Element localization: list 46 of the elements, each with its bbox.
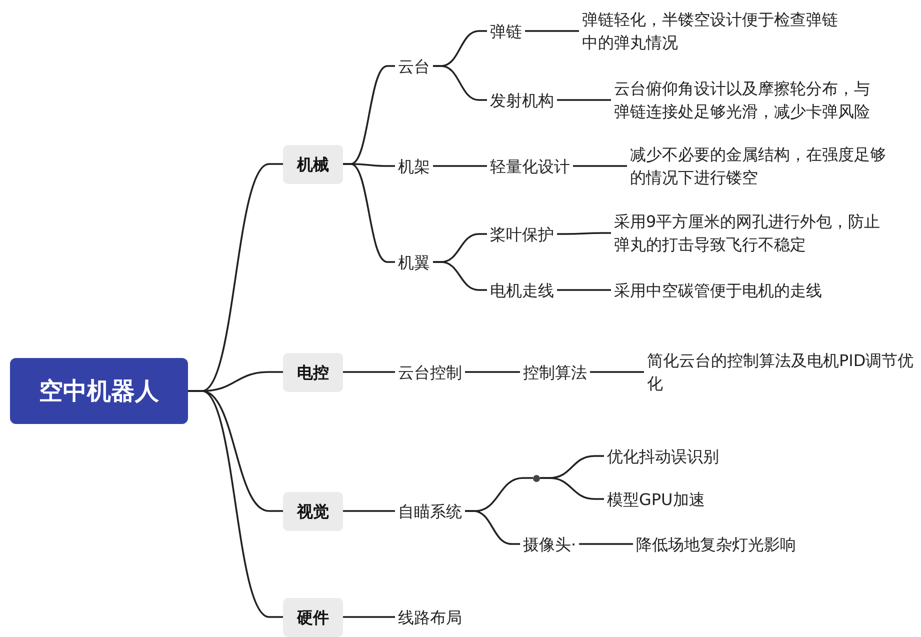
topic-box: 电控 (283, 352, 343, 392)
topic-text: 采用9平方厘米的网孔进行外包，防止弹丸的打击导致飞行不稳定 (611, 210, 891, 256)
connector-line (465, 371, 520, 373)
connector-line (557, 289, 611, 291)
connector-line (525, 30, 579, 32)
topic-text: 线路布局 (395, 606, 465, 628)
topic-text: 控制算法 (520, 360, 590, 384)
topic-text: 云台 (395, 54, 433, 78)
topic-text: 减少不必要的金属结构，在强度足够的情况下进行镂空 (627, 143, 897, 189)
topic-text: 云台俯仰角设计以及摩擦轮分布，与弹链连接处足够光滑，减少卡弹风险 (611, 77, 879, 123)
topic-text: 优化抖动误识别 (604, 444, 722, 468)
connector-line (573, 165, 627, 167)
connector-line (343, 616, 395, 618)
topic-text: 摄像头· (520, 532, 580, 556)
connector-line (433, 165, 487, 167)
topic-text: 机架 (395, 154, 433, 178)
root-topic-box: 空中机器人 (10, 358, 188, 424)
topic-text: 降低场地复杂灯光影响 (633, 532, 799, 556)
topic-text: 自瞄系统 (395, 500, 465, 522)
connector-line (188, 390, 283, 618)
topic-text: 发射机构 (487, 88, 557, 112)
topic-text: 云台控制 (395, 360, 465, 384)
connector-line (343, 163, 395, 263)
topic-text: 模型GPU加速 (604, 488, 708, 510)
topic-box: 机械 (283, 144, 343, 184)
topic-text: 电机走线 (487, 278, 557, 302)
connector-line (590, 371, 644, 373)
topic-text: 弹链轻化，半镂空设计便于检查弹链中的弹丸情况 (579, 8, 851, 54)
connector-line (557, 99, 611, 101)
topic-box: 视觉 (283, 492, 343, 530)
topic-text: 弹链 (487, 20, 525, 42)
topic-text: 采用中空碳管便于电机的走线 (611, 278, 825, 302)
topic-text: 桨叶保护 (487, 222, 557, 246)
connector-line (343, 510, 395, 512)
connector-line (465, 510, 520, 545)
junction-dot (533, 474, 540, 482)
topic-text: 轻量化设计 (487, 154, 573, 178)
connector-line (557, 232, 611, 235)
topic-box: 硬件 (283, 598, 343, 636)
topic-text: 机翼 (395, 250, 433, 274)
connector-line (579, 543, 633, 545)
connector-line (343, 371, 395, 373)
connector-line (433, 261, 487, 291)
connector-line (433, 65, 487, 101)
topic-text: 简化云台的控制算法及电机PID调节优化 (644, 349, 920, 395)
connector-line (540, 477, 604, 500)
